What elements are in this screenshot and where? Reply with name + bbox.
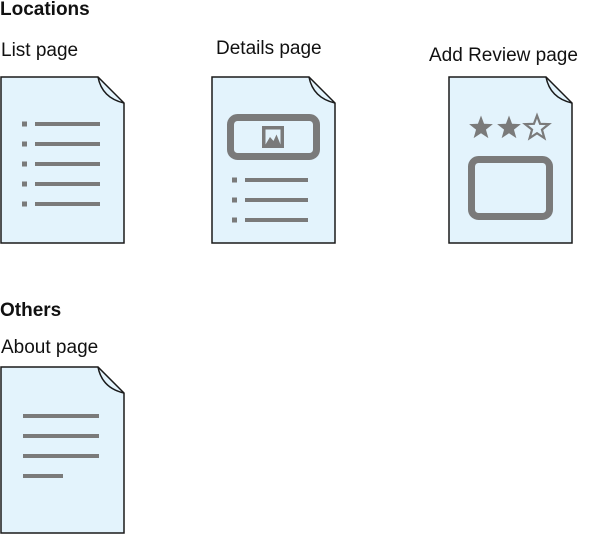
image-frame [227, 114, 320, 160]
page-label-list: List page [1, 40, 79, 61]
page-label-add-review: Add Review page [429, 45, 578, 66]
review-document-icon [448, 76, 574, 244]
bullet-list-glyph [22, 121, 100, 207]
review-text-box [468, 156, 553, 220]
page-label-details: Details page [216, 38, 322, 59]
text-lines-glyph [23, 414, 99, 478]
star-rating [469, 112, 552, 141]
page-label-about: About page [1, 337, 99, 358]
text-document-icon [0, 366, 126, 534]
page-fold [308, 76, 336, 104]
page-fold [97, 76, 125, 104]
section-title-locations: Locations [0, 0, 90, 20]
page-fold [97, 366, 125, 394]
page-outline [0, 366, 125, 534]
bullet-list-glyph [232, 177, 308, 223]
list-document-icon [0, 76, 126, 244]
section-title-others: Others [0, 300, 62, 321]
details-document-icon [211, 76, 337, 244]
star-filled-icon [497, 115, 521, 139]
page-outline [0, 76, 125, 244]
star-outline-icon [522, 112, 552, 141]
page-fold [545, 76, 573, 104]
star-filled-icon [469, 115, 493, 139]
image-icon [262, 126, 284, 148]
